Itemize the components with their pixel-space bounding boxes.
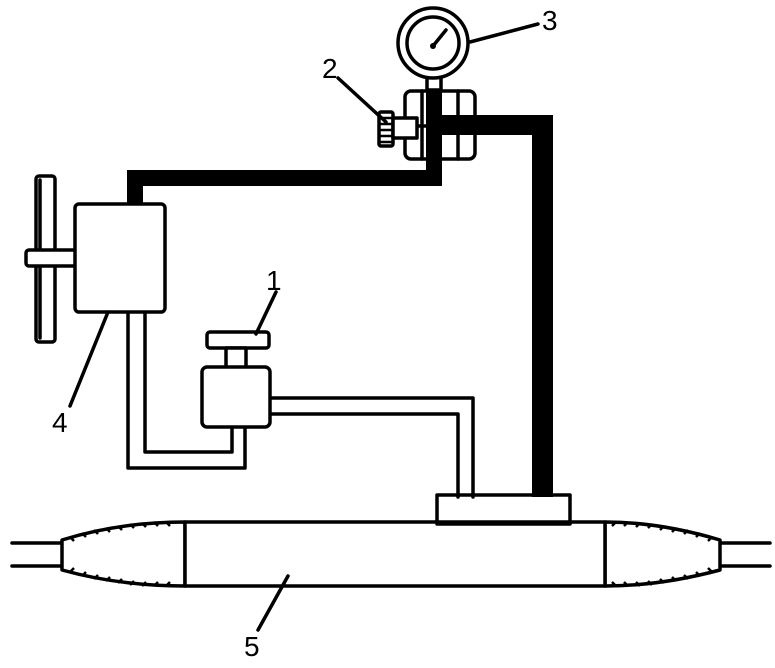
leader-line-5 (256, 574, 290, 632)
pump (24, 174, 167, 344)
leader-line-1 (254, 290, 278, 336)
pump-body (73, 202, 167, 314)
return-hose (126, 310, 475, 499)
callout-3: 3 (542, 5, 558, 36)
callout-1: 1 (266, 265, 282, 296)
callout-5: 5 (244, 631, 260, 662)
leader-line-2 (336, 76, 388, 124)
left-boot (60, 520, 187, 588)
valve-body (435, 493, 572, 526)
gauge-needle (431, 28, 448, 48)
pulley-shaft (24, 248, 78, 268)
leader-line-4 (68, 310, 110, 408)
gear-housing (183, 520, 607, 588)
steering-gear-assembly (10, 493, 772, 588)
callout-4: 4 (52, 407, 68, 438)
shutoff-valve (200, 330, 272, 429)
pressure-gauge (396, 6, 470, 92)
valve-housing (200, 365, 272, 429)
tap-valve (377, 110, 419, 148)
valve-handle (205, 330, 271, 350)
left-boot-ribs (69, 521, 171, 587)
right-boot (603, 520, 722, 588)
right-boot-ribs (611, 521, 713, 587)
valve-stem (224, 346, 248, 370)
right-tie-rod (718, 541, 772, 568)
pressure-hose (127, 100, 553, 497)
left-tie-rod (10, 541, 64, 568)
callout-2: 2 (322, 53, 338, 84)
leader-line-3 (468, 22, 540, 44)
leader-lines (68, 22, 540, 632)
